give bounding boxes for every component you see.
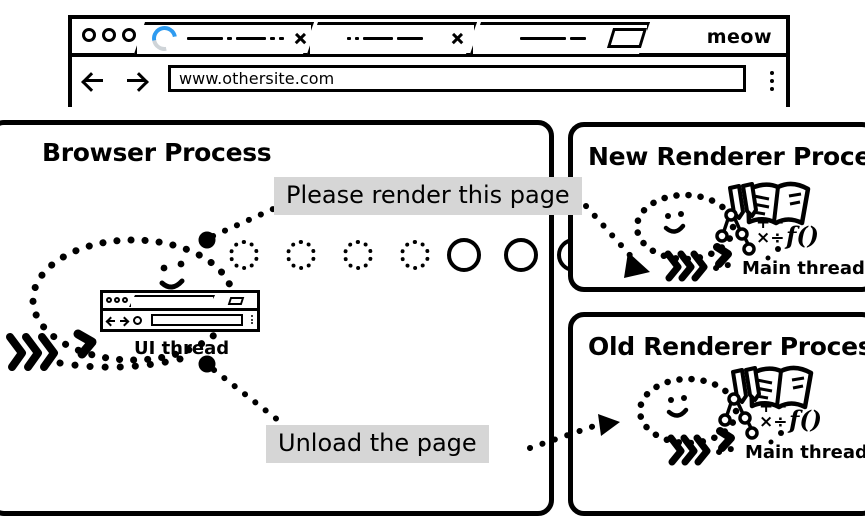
back-arrow-icon[interactable] (84, 70, 104, 90)
tab-title-placeholder (325, 36, 445, 40)
window-dot-maximize-icon[interactable] (122, 28, 136, 42)
diagram-canvas: meow www.othersite.com Browser Process (0, 0, 865, 504)
render-request-message: Please render this page (274, 177, 582, 215)
unload-request-message: Unload the page (266, 425, 489, 463)
navigation-bar: www.othersite.com (72, 57, 786, 107)
new-renderer-title: New Renderer Process (588, 142, 865, 171)
ui-thread-label: UI thread (134, 338, 230, 359)
browser-tab-2[interactable] (307, 22, 477, 54)
task-circle-pending-3 (343, 240, 373, 270)
tab-loading-spinner-icon (147, 20, 182, 56)
forward-arrow-icon[interactable] (126, 70, 146, 90)
old-renderer-main-thread-label: Main thread (745, 442, 865, 463)
ui-thread-browser-icon (100, 290, 260, 332)
task-circle-active-1 (447, 238, 481, 272)
tab-title-placeholder (183, 36, 288, 40)
tab-close-icon[interactable] (294, 32, 306, 44)
address-bar-input[interactable]: www.othersite.com (168, 65, 746, 92)
new-tab-button[interactable] (606, 28, 648, 48)
tab-fill (134, 22, 314, 54)
window-dot-minimize-icon[interactable] (102, 28, 116, 42)
new-renderer-main-thread-label: Main thread (742, 258, 865, 279)
browser-window: meow www.othersite.com (68, 15, 790, 107)
task-circle-active-2 (504, 238, 538, 272)
tab-title-placeholder (488, 36, 618, 40)
browser-process-title: Browser Process (42, 138, 272, 167)
task-circle-pending-2 (286, 240, 316, 270)
browser-brand-label: meow (706, 26, 772, 48)
tab-close-icon[interactable] (451, 32, 463, 44)
window-controls[interactable] (82, 28, 136, 42)
tab-strip: meow (72, 19, 786, 57)
old-renderer-title: Old Renderer Process (588, 332, 865, 361)
task-circle-pending-4 (400, 240, 430, 270)
browser-tab-1[interactable] (134, 20, 314, 56)
window-dot-close-icon[interactable] (82, 28, 96, 42)
task-circle-pending-1 (229, 240, 259, 270)
kebab-menu-icon[interactable] (770, 71, 774, 91)
